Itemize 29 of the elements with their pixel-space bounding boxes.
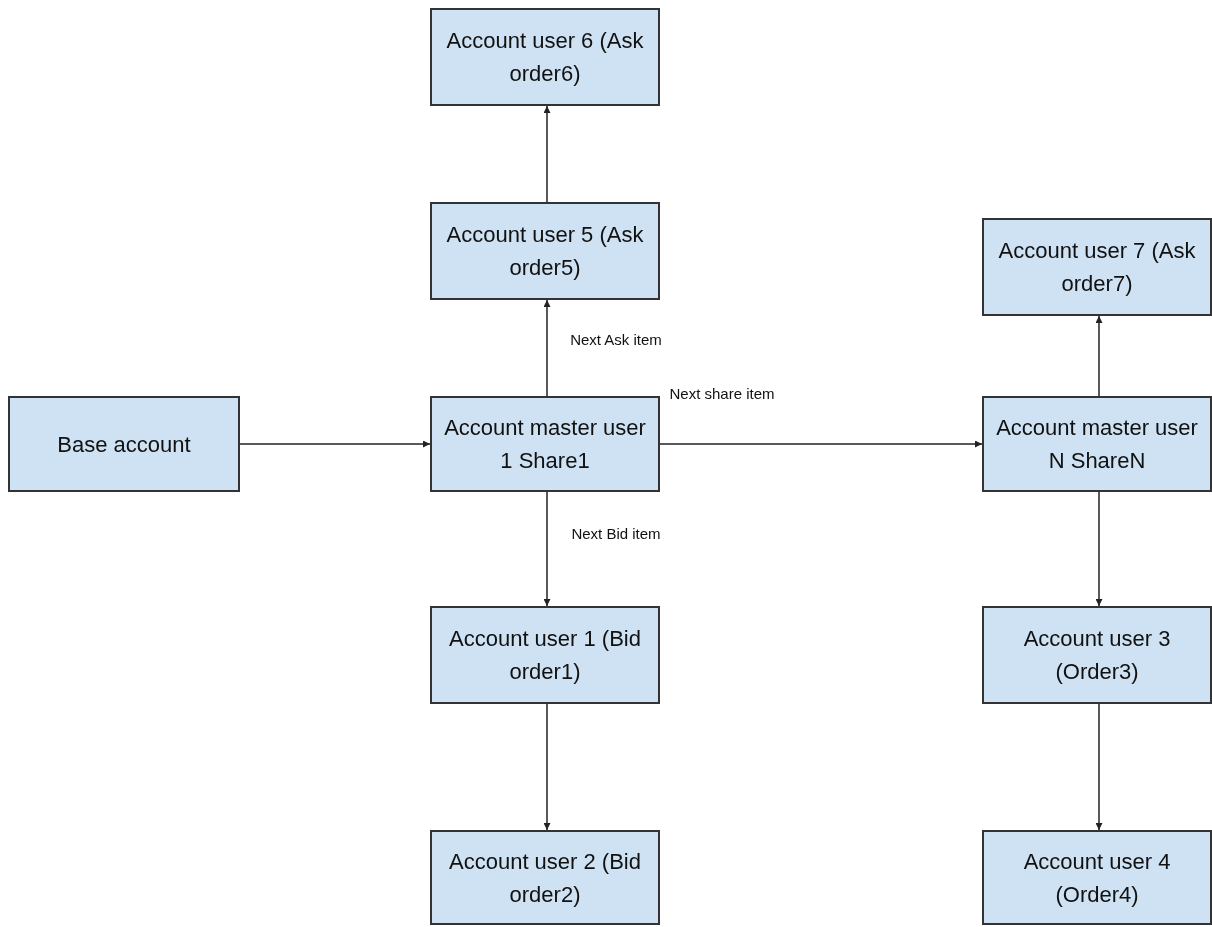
node-text: Account user 6 (Ask order6) — [445, 27, 645, 88]
process-box — [982, 606, 1212, 704]
node-text: Account user 5 (Ask order5) — [445, 221, 645, 282]
process-box — [982, 396, 1212, 492]
arrow — [543, 105, 551, 203]
node-text: Account user 2 (Bid order2) — [448, 847, 642, 909]
node-text: Account user 4 (Order4) — [1022, 847, 1172, 909]
arrow — [1095, 491, 1103, 607]
process-box — [430, 8, 660, 106]
node-text: Account master user 1 Share1 — [443, 414, 647, 475]
node-text: Account master user N ShareN — [995, 414, 1199, 475]
arrow — [543, 299, 551, 397]
process-box — [430, 830, 660, 925]
arrow — [543, 491, 551, 607]
node-text: Account user 1 (Bid order1) — [448, 625, 642, 686]
node-text: Account user 7 (Ask order7) — [997, 237, 1197, 298]
process-box — [430, 606, 660, 704]
arrow — [543, 703, 551, 831]
node-text: Base account — [56, 430, 192, 459]
node-text: Account user 3 (Order3) — [1022, 625, 1172, 686]
arrow — [1095, 703, 1103, 831]
process-box — [430, 396, 660, 492]
arrow — [659, 440, 983, 448]
process-box — [982, 218, 1212, 316]
arrow — [239, 440, 431, 448]
process-box — [430, 202, 660, 300]
process-box — [8, 396, 240, 492]
process-box — [982, 830, 1212, 925]
arrow — [1095, 315, 1103, 397]
